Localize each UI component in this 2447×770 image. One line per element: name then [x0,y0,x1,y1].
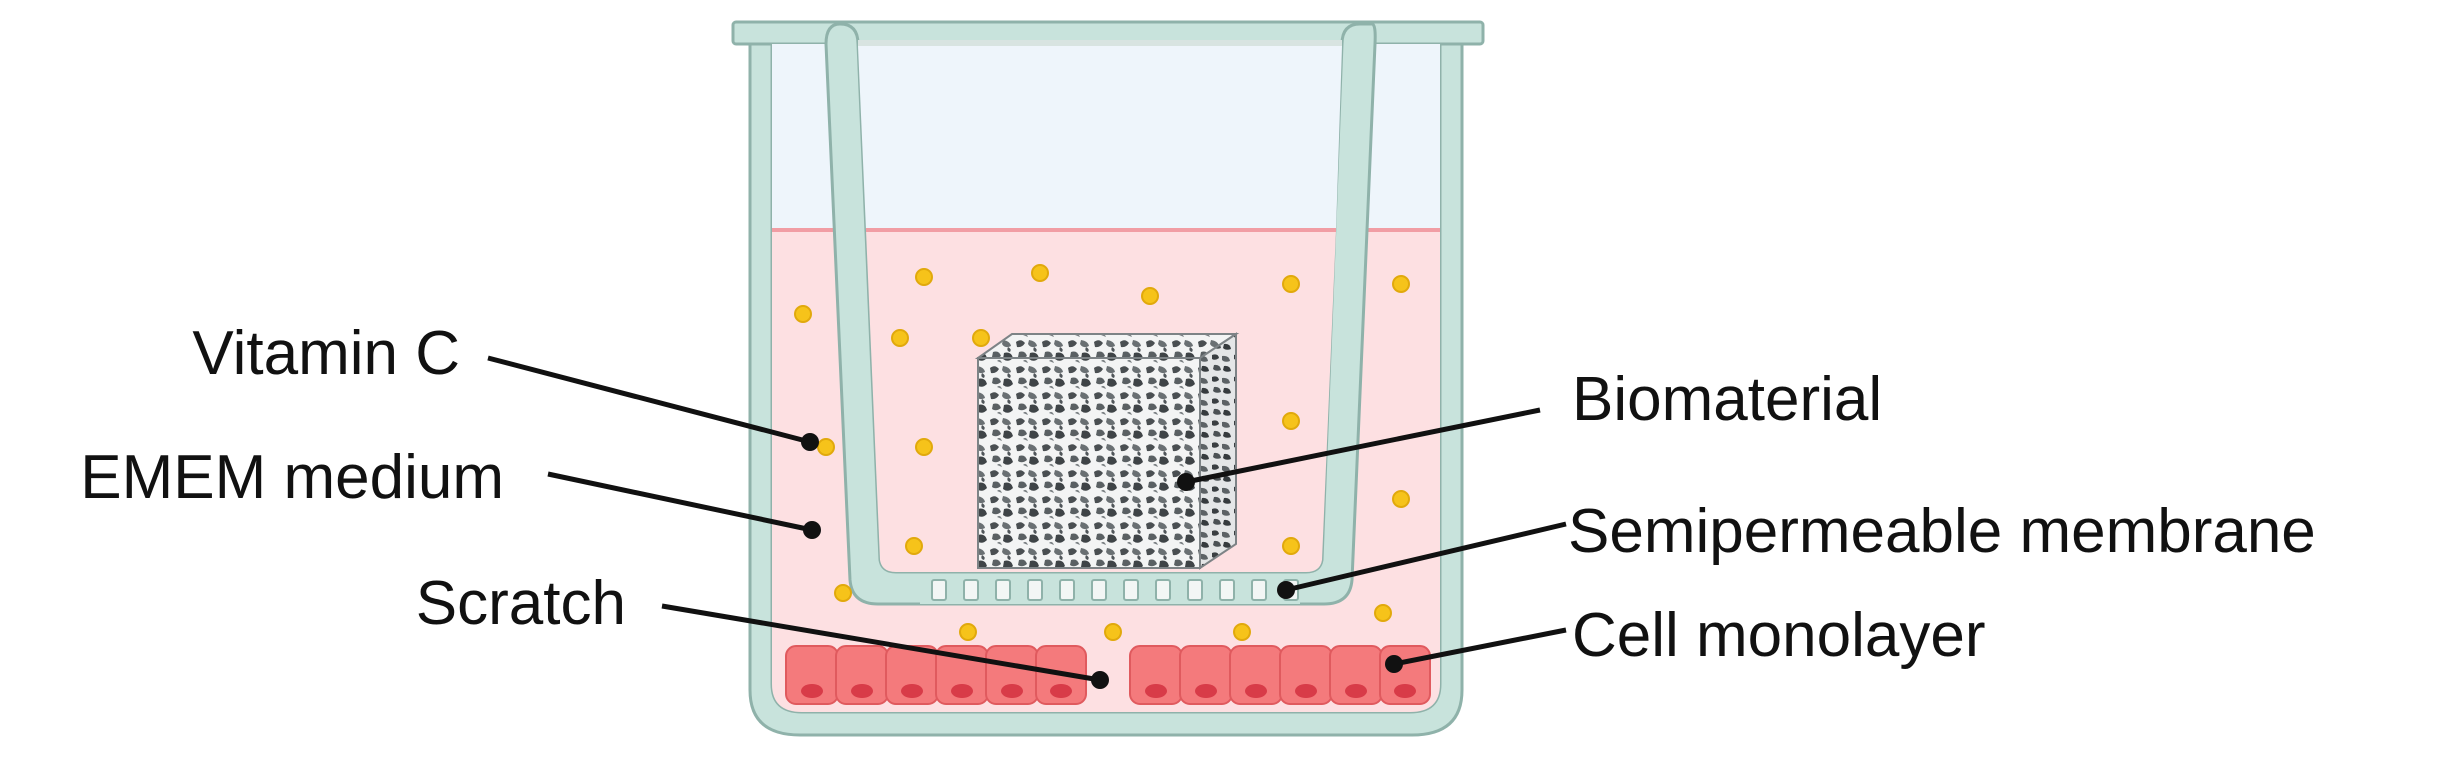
vitamin-c-particle-icon [834,584,852,602]
cell-icon [785,645,839,705]
emem-medium-leader [547,471,813,533]
cell-monolayer-leader-dot [1385,655,1403,673]
vitamin-c-particle-icon [1104,623,1122,641]
vitamin-c-particle-icon [817,438,835,456]
cell-icon [1229,645,1283,705]
insert-top-rim [858,40,1342,46]
cell-icon [1129,645,1183,705]
vitamin-c-particle-icon [1392,275,1410,293]
cell-icon [1179,645,1233,705]
leader-lines [487,355,1567,689]
cell-icon [985,645,1039,705]
biomaterial-top-face [974,333,1240,359]
biomaterial-leader-dot [1177,473,1195,491]
cell-icon [1279,645,1333,705]
scratch-label: Scratch [416,569,626,638]
biomaterial-side-face [1199,332,1237,570]
vitamin-c-particle-icon [1282,275,1300,293]
biomaterial-label: Biomaterial [1572,365,1882,434]
scratch-leader-dot [1091,671,1109,689]
biomaterial-leader [1185,407,1541,485]
cell-icon [1329,645,1383,705]
cell-monolayer-leader [1393,627,1567,667]
vitamin-c-particle-icon [1282,537,1300,555]
emem-medium-label: EMEM medium [80,443,504,512]
membrane-leader-dot [1277,581,1295,599]
vitamin-c-particle-icon [1031,264,1049,282]
vitamin-c-leader [487,355,811,445]
cell-monolayer-label: Cell monolayer [1572,601,1986,670]
cell-group-right [1129,645,1431,705]
vitamin-c-particle-icon [905,537,923,555]
vitamin-c-particle-icon [959,623,977,641]
semipermeable-membrane-label: Semipermeable membrane [1568,497,2316,566]
insert-interior-air [858,46,1342,230]
biomaterial-front-face [977,357,1201,569]
vitamin-c-particle-icon [1392,490,1410,508]
biomaterial-scaffold-icon [974,332,1240,570]
vitamin-c-particle-icon [972,329,990,347]
membrane-base [920,574,1300,604]
vitamin-c-particle-icon [1233,623,1251,641]
vitamin-c-particle-icon [915,438,933,456]
vitamin-c-particle-icon [1141,287,1159,305]
cell-icon [1379,645,1431,705]
cell-icon [885,645,939,705]
vitamin-c-particle-icon [891,329,909,347]
vitamin-c-particle-icon [794,305,812,323]
semipermeable-membrane [920,574,1300,604]
vitamin-c-particle-icon [1282,412,1300,430]
cell-icon [835,645,889,705]
membrane-leader [1285,521,1567,593]
vitamin-c-leader-dot [801,433,819,451]
scratch-leader [661,603,1101,683]
vitamin-c-label: Vitamin C [192,319,460,388]
membrane-pore-icon [931,579,1299,601]
vitamin-c-particles [794,264,1410,641]
labels: Vitamin C EMEM medium Scratch Biomateria… [80,319,2316,670]
vitamin-c-particle-icon [1374,604,1392,622]
emem-medium-leader-dot [803,521,821,539]
vitamin-c-particle-icon [915,268,933,286]
